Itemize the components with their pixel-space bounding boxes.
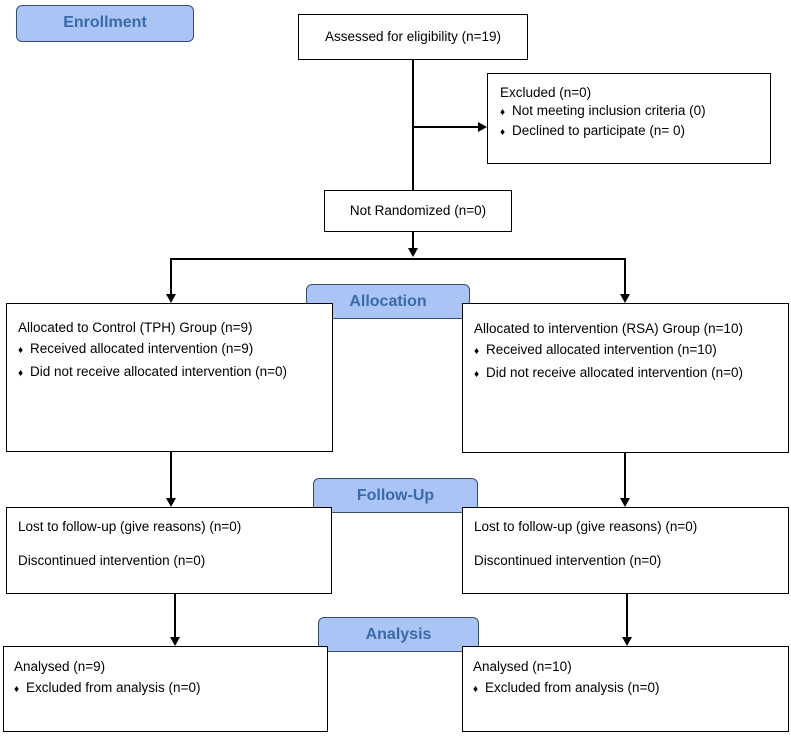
allocation-item-text: Did not receive allocated intervention (… xyxy=(30,364,288,379)
connector-to-excluded xyxy=(413,126,479,128)
analysis-item-text: Excluded from analysis (n=0) xyxy=(26,680,201,695)
connector-allocation-right-down xyxy=(624,453,626,498)
analysis-control-title: Analysed (n=9) xyxy=(14,659,106,674)
arrow-down-icon xyxy=(166,294,176,303)
arrow-down-icon xyxy=(166,498,176,507)
connector-split-horizontal xyxy=(170,258,626,260)
assessed-box: Assessed for eligibility (n=19) xyxy=(298,14,528,60)
excluded-item-text: Not meeting inclusion criteria (0) xyxy=(512,103,706,118)
connector-follow-up-left-down xyxy=(174,594,176,637)
allocation-intervention-item: ♦ Did not receive allocated intervention… xyxy=(474,362,788,385)
follow-up-intervention-box: Lost to follow-up (give reasons) (n=0) D… xyxy=(462,507,789,594)
bullet-icon: ♦ xyxy=(18,368,24,379)
excluded-title: Excluded (n=0) xyxy=(500,85,592,100)
bullet-icon: ♦ xyxy=(14,684,20,695)
follow-up-lost-text: Lost to follow-up (give reasons) (n=0) xyxy=(474,519,698,534)
bullet-icon: ♦ xyxy=(474,346,480,357)
analysis-phase-label: Analysis xyxy=(318,617,479,652)
connector-split-left xyxy=(170,258,172,294)
allocation-intervention-item: ♦ Received allocated intervention (n=10) xyxy=(474,339,788,362)
analysis-intervention-title: Analysed (n=10) xyxy=(473,659,572,674)
excluded-item-text: Declined to participate (n= 0) xyxy=(512,123,685,138)
connector-split-right xyxy=(624,258,626,294)
bullet-icon: ♦ xyxy=(18,345,24,356)
arrow-down-icon xyxy=(620,498,630,507)
not-randomized-text: Not Randomized (n=0) xyxy=(349,203,487,218)
allocation-control-item: ♦ Received allocated intervention (n=9) xyxy=(18,338,332,361)
connector-allocation-left-down xyxy=(170,452,172,498)
arrow-down-icon xyxy=(170,637,180,646)
not-randomized-box: Not Randomized (n=0) xyxy=(324,190,512,232)
allocation-intervention-title: Allocated to intervention (RSA) Group (n… xyxy=(474,321,744,336)
allocation-item-text: Received allocated intervention (n=10) xyxy=(486,342,717,357)
connector-follow-up-right-down xyxy=(626,594,628,637)
allocation-control-box: Allocated to Control (TPH) Group (n=9) ♦… xyxy=(6,303,333,452)
connector-assessed-to-not-randomized xyxy=(412,60,414,190)
bullet-icon: ♦ xyxy=(500,107,506,118)
arrow-to-excluded-icon xyxy=(478,122,487,132)
allocation-control-title: Allocated to Control (TPH) Group (n=9) xyxy=(18,320,253,335)
analysis-control-box: Analysed (n=9) ♦ Excluded from analysis … xyxy=(3,646,328,732)
analysis-item-text: Excluded from analysis (n=0) xyxy=(485,680,660,695)
connector-not-randomized-down xyxy=(412,232,414,249)
arrow-down-icon xyxy=(622,637,632,646)
follow-up-phase-label: Follow-Up xyxy=(313,478,478,513)
analysis-intervention-item: ♦ Excluded from analysis (n=0) xyxy=(473,677,788,700)
analysis-control-item: ♦ Excluded from analysis (n=0) xyxy=(14,677,327,700)
bullet-icon: ♦ xyxy=(474,369,480,380)
allocation-item-text: Received allocated intervention (n=9) xyxy=(30,341,254,356)
follow-up-control-box: Lost to follow-up (give reasons) (n=0) D… xyxy=(6,507,332,594)
excluded-box: Excluded (n=0) ♦ Not meeting inclusion c… xyxy=(487,73,771,164)
excluded-item: ♦ Not meeting inclusion criteria (0) xyxy=(500,102,770,122)
follow-up-lost-text: Lost to follow-up (give reasons) (n=0) xyxy=(18,519,242,534)
arrow-down-icon xyxy=(620,294,630,303)
allocation-item-text: Did not receive allocated intervention (… xyxy=(486,365,744,380)
bullet-icon: ♦ xyxy=(500,127,506,138)
follow-up-discontinued-text: Discontinued intervention (n=0) xyxy=(474,553,662,568)
allocation-phase-label: Allocation xyxy=(306,284,470,319)
allocation-intervention-box: Allocated to intervention (RSA) Group (n… xyxy=(462,303,789,453)
allocation-control-item: ♦ Did not receive allocated intervention… xyxy=(18,361,332,384)
follow-up-discontinued-text: Discontinued intervention (n=0) xyxy=(18,553,206,568)
enrollment-phase-label: Enrollment xyxy=(16,5,194,42)
analysis-intervention-box: Analysed (n=10) ♦ Excluded from analysis… xyxy=(462,646,789,732)
arrow-down-icon xyxy=(408,248,418,257)
excluded-item: ♦ Declined to participate (n= 0) xyxy=(500,122,770,142)
assessed-text: Assessed for eligibility (n=19) xyxy=(325,29,501,44)
bullet-icon: ♦ xyxy=(473,684,479,695)
